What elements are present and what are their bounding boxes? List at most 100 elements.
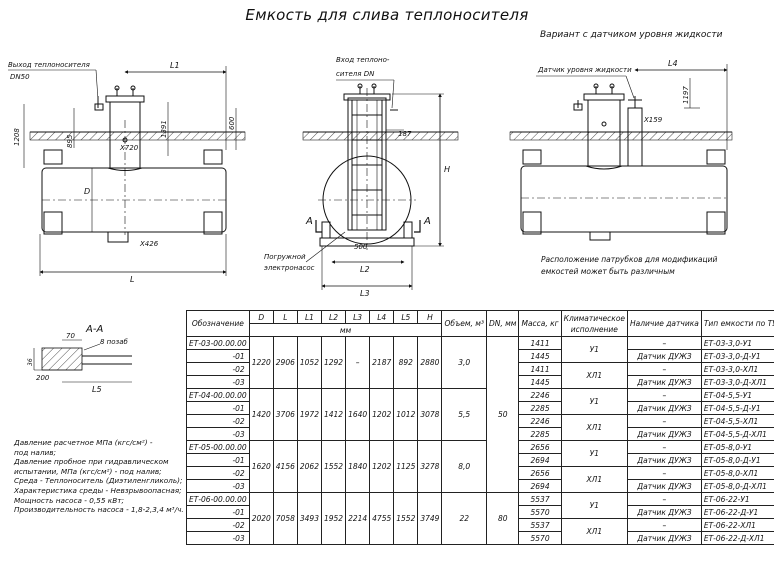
cell-type: ЕТ-06-22-У1 bbox=[700, 492, 774, 506]
cell-mass: 1411 bbox=[518, 336, 562, 350]
cell-sensor: – bbox=[627, 336, 702, 350]
cell-designation: -03 bbox=[186, 427, 250, 441]
cell-climate: ХЛ1 bbox=[560, 414, 629, 441]
section-a-a: А-А 70 8 позаб 36 200 L5 bbox=[27, 324, 132, 394]
cell-mass: 5537 bbox=[518, 518, 562, 532]
cell-mass: 2656 bbox=[518, 440, 562, 454]
cell-dim-l4: 2187 bbox=[369, 336, 395, 389]
cell-type: ЕТ-06-22-ХЛ1 bbox=[700, 518, 774, 532]
cell-sensor: Датчик ДУЖЗ bbox=[627, 531, 702, 545]
section-dim-70: 70 bbox=[66, 332, 75, 340]
tank-side-view bbox=[41, 85, 227, 243]
dim-1391: 1391 bbox=[160, 120, 168, 138]
dim-x426: Х426 bbox=[139, 240, 159, 248]
cell-type: ЕТ-06-22-Д-ХЛ1 bbox=[700, 531, 774, 545]
cell-type: ЕТ-05-8,0-Д-У1 bbox=[700, 453, 774, 467]
cell-mass: 5570 bbox=[518, 505, 562, 519]
cell-dim-d: 1420 bbox=[248, 388, 274, 441]
cell-dim-d: 1220 bbox=[248, 336, 274, 389]
cell-dn: 50 bbox=[485, 336, 520, 493]
label-outlet: Выход теплоносителя bbox=[8, 61, 90, 69]
label-outlet-dn: DN50 bbox=[10, 73, 30, 81]
cell-type: ЕТ-04-5,5-ХЛ1 bbox=[700, 414, 774, 428]
dim-l1-left: L1 bbox=[170, 61, 180, 70]
cell-dn: 80 bbox=[485, 492, 520, 545]
cell-designation: -02 bbox=[186, 466, 250, 480]
cell-sensor: Датчик ДУЖЗ bbox=[627, 375, 702, 389]
cell-mass: 1445 bbox=[518, 349, 562, 363]
cell-dim-l5: 1125 bbox=[393, 440, 419, 493]
cell-mass: 2246 bbox=[518, 388, 562, 402]
param-line: под налив; bbox=[14, 447, 57, 457]
cell-sensor: – bbox=[627, 492, 702, 506]
note-line: емкостей может быть различным bbox=[541, 267, 675, 276]
cell-mass: 2285 bbox=[518, 401, 562, 415]
header-climate-2: исполнение bbox=[570, 324, 618, 334]
cell-sensor: Датчик ДУЖЗ bbox=[627, 479, 702, 493]
cell-designation: -01 bbox=[186, 505, 250, 519]
dim-h: H bbox=[444, 165, 450, 174]
cell-dim-l3: 1840 bbox=[345, 440, 371, 493]
header-dn: DN, мм bbox=[485, 310, 520, 337]
header-l4: L4 bbox=[369, 310, 395, 324]
cell-sensor: Датчик ДУЖЗ bbox=[627, 427, 702, 441]
note-line: Расположение патрубков для модификаций bbox=[541, 255, 718, 264]
cell-dim-l: 3706 bbox=[272, 388, 298, 441]
cell-dim-l5: 892 bbox=[393, 336, 419, 389]
cell-type: ЕТ-04-5,5-У1 bbox=[700, 388, 774, 402]
label-pump-1: Погружной bbox=[264, 253, 306, 261]
cell-mass: 1411 bbox=[518, 362, 562, 376]
dim-895: 895 bbox=[66, 134, 74, 148]
param-line: Давление пробное при гидравлическом bbox=[14, 457, 169, 467]
header-l3: L3 bbox=[345, 310, 371, 324]
cell-designation: -02 bbox=[186, 414, 250, 428]
cell-designation: -02 bbox=[186, 362, 250, 376]
cell-sensor: – bbox=[627, 362, 702, 376]
dim-187: 187 bbox=[398, 130, 412, 138]
cell-dim-l5: 1012 bbox=[393, 388, 419, 441]
cell-sensor: Датчик ДУЖЗ bbox=[627, 505, 702, 519]
cell-designation: -01 bbox=[186, 349, 250, 363]
dim-l-left: L bbox=[130, 275, 134, 284]
section-mark-a-right: А bbox=[423, 216, 431, 227]
param-line: Производительность насоса - 1,8-2,3,4 м³… bbox=[14, 505, 184, 515]
cell-dim-l: 7058 bbox=[272, 492, 298, 545]
pipe-arrangement-note: Расположение патрубков для модификаций е… bbox=[541, 254, 751, 278]
cell-mass: 2656 bbox=[518, 466, 562, 480]
dim-1208: 1208 bbox=[13, 128, 21, 146]
dimensions-middle bbox=[321, 93, 444, 290]
technical-drawing: Выход теплоносителя DN50 L1 L D 1208 895… bbox=[8, 56, 733, 298]
dimensions-right bbox=[634, 64, 728, 150]
cell-dim-l5: 1552 bbox=[393, 492, 419, 545]
header-climate-1: Климатическое bbox=[563, 313, 626, 323]
cell-type: ЕТ-03-3,0-Д-У1 bbox=[700, 349, 774, 363]
cell-sensor: – bbox=[627, 388, 702, 402]
label-sensor: Датчик уровня жидкости bbox=[537, 66, 632, 74]
param-line: Характеристика среды - Невзрывоопасная; bbox=[14, 485, 182, 495]
cell-dim-l1: 1052 bbox=[296, 336, 322, 389]
section-dim-200: 200 bbox=[36, 374, 50, 382]
cell-dim-l: 2906 bbox=[272, 336, 298, 389]
section-mark-a-left: А bbox=[305, 216, 313, 227]
cell-sensor: – bbox=[627, 466, 702, 480]
label-pump-2: электронасос bbox=[264, 264, 315, 272]
header-type: Тип емкости по ТУ bbox=[700, 310, 774, 337]
cell-type: ЕТ-03-3,0-ХЛ1 bbox=[700, 362, 774, 376]
cell-dim-l4: 1202 bbox=[369, 388, 395, 441]
drawing-title: Емкость для слива теплоносителя bbox=[245, 6, 529, 24]
header-sensor: Наличие датчика bbox=[627, 310, 702, 337]
cell-sensor: – bbox=[627, 518, 702, 532]
cell-volume: 22 bbox=[441, 492, 487, 545]
cell-mass: 5537 bbox=[518, 492, 562, 506]
cell-mass: 5570 bbox=[518, 531, 562, 545]
cell-dim-l1: 1972 bbox=[296, 388, 322, 441]
header-l5: L5 bbox=[393, 310, 419, 324]
section-dim-8: 8 позаб bbox=[100, 338, 129, 346]
dimensions-left bbox=[23, 66, 237, 276]
